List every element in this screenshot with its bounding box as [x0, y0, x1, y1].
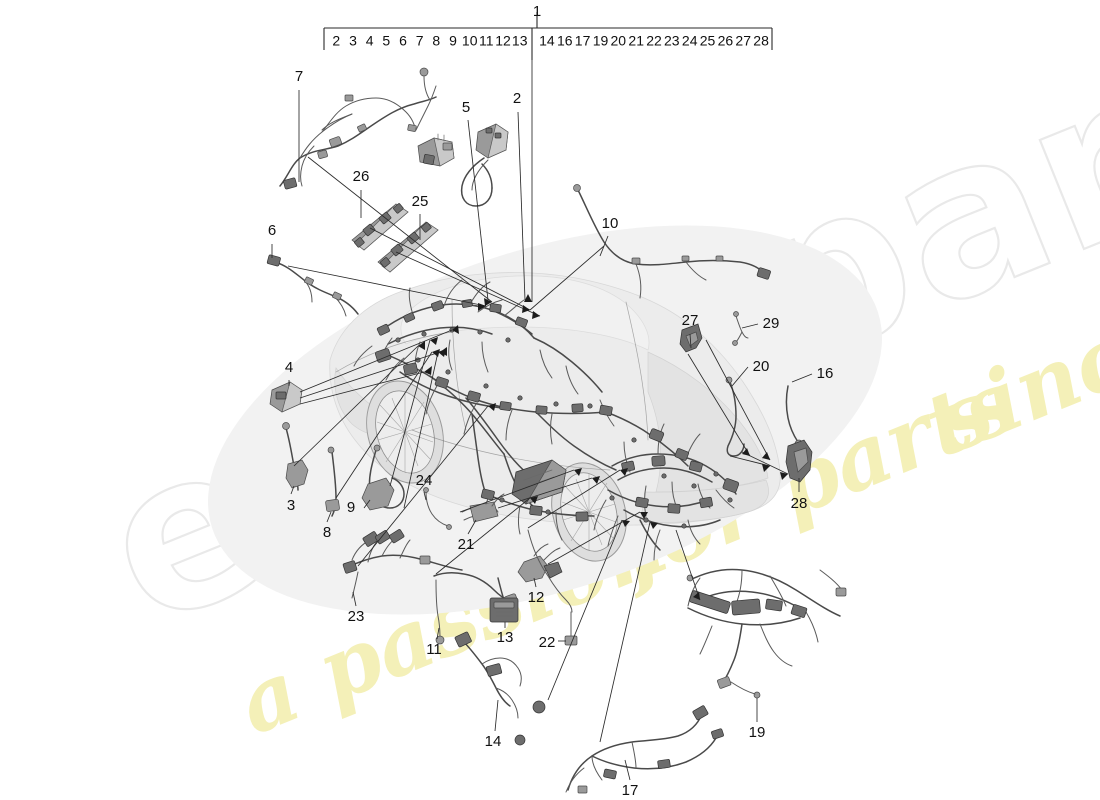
part-12-connectors — [517, 543, 563, 583]
callout-3: 3 — [287, 497, 295, 514]
bracket-number-6: 6 — [399, 33, 407, 49]
callout-17: 17 — [622, 782, 639, 799]
callout-29: 29 — [763, 315, 780, 332]
callout-14: 14 — [485, 733, 502, 750]
part-8-cable — [325, 446, 340, 517]
part-27-bracket — [679, 323, 703, 353]
bracket-number-28: 28 — [753, 33, 769, 49]
harness-connectors — [374, 299, 740, 529]
callout-7: 7 — [295, 68, 303, 85]
callout-26: 26 — [353, 168, 370, 185]
part-10-harness — [573, 184, 771, 299]
part-29-clip — [732, 311, 749, 346]
part-21-clamp — [461, 491, 505, 523]
part-20-cable — [725, 376, 745, 457]
bracket-number-24: 24 — [682, 33, 698, 49]
bracket-number-8: 8 — [432, 33, 440, 49]
bracket-number-14: 14 — [539, 33, 555, 49]
bracket-number-5: 5 — [382, 33, 390, 49]
callout-20: 20 — [753, 358, 770, 375]
part-5-connector — [417, 133, 455, 167]
bracket-number-10: 10 — [462, 33, 478, 49]
bracket-number-22: 22 — [646, 33, 662, 49]
bracket-number-7: 7 — [416, 33, 424, 49]
part-17-harness — [565, 705, 724, 794]
callout-23: 23 — [348, 608, 365, 625]
callout-21: 21 — [458, 536, 475, 553]
callout-11: 11 — [426, 641, 442, 658]
part-2-relay — [460, 123, 509, 207]
bracket-number-16: 16 — [557, 33, 573, 49]
callout-5: 5 — [462, 99, 470, 116]
part-19-harness — [686, 568, 847, 699]
car-panel-lines — [335, 299, 649, 471]
part-28-bracket — [785, 439, 813, 483]
bracket-number-25: 25 — [700, 33, 716, 49]
bracket-number-3: 3 — [349, 33, 357, 49]
bracket-number-13: 13 — [512, 33, 528, 49]
bracket-number-20: 20 — [611, 33, 627, 49]
part-23-harness — [342, 529, 463, 599]
bracket-number-12: 12 — [495, 33, 511, 49]
callout-12: 12 — [528, 589, 545, 606]
callout-24: 24 — [416, 472, 433, 489]
bracket-number-21: 21 — [628, 33, 644, 49]
callout-6: 6 — [268, 222, 276, 239]
callout-19: 19 — [749, 724, 766, 741]
leader-lines — [271, 60, 813, 781]
part-7-harness — [279, 67, 437, 190]
bracket-rule — [323, 12, 773, 60]
bracket-main-label: 1 — [533, 3, 541, 20]
callout-8: 8 — [323, 524, 331, 541]
bracket-number-27: 27 — [735, 33, 751, 49]
bracket-number-17: 17 — [575, 33, 591, 49]
car-greenhouse — [400, 275, 650, 351]
callout-28: 28 — [791, 495, 808, 512]
callout-13: 13 — [497, 629, 514, 646]
callout-25: 25 — [412, 193, 429, 210]
rear-wheel — [551, 462, 627, 562]
callout-4: 4 — [285, 359, 293, 376]
callout-10: 10 — [602, 215, 619, 232]
bracket-number-9: 9 — [449, 33, 457, 49]
bracket-number-2: 2 — [332, 33, 340, 49]
bracket-number-4: 4 — [366, 33, 374, 49]
callout-2: 2 — [513, 90, 521, 107]
part-26-rail — [351, 203, 409, 251]
part-9-module — [361, 444, 405, 511]
callout-9: 9 — [347, 499, 355, 516]
bracket-number-11: 11 — [479, 33, 494, 49]
part-6-harness — [266, 254, 359, 317]
bracket-number-26: 26 — [718, 33, 734, 49]
part-13-control-unit — [489, 577, 519, 623]
bracket-number-23: 23 — [664, 33, 680, 49]
bracket-number-19: 19 — [593, 33, 609, 49]
callout-16: 16 — [817, 365, 834, 382]
part-14-harness — [454, 631, 546, 746]
leader-arrowheads — [418, 294, 788, 600]
part-24-wire — [423, 487, 452, 530]
callout-27: 27 — [682, 312, 699, 329]
part-22-wire — [527, 529, 578, 646]
callout-22: 22 — [539, 634, 556, 651]
